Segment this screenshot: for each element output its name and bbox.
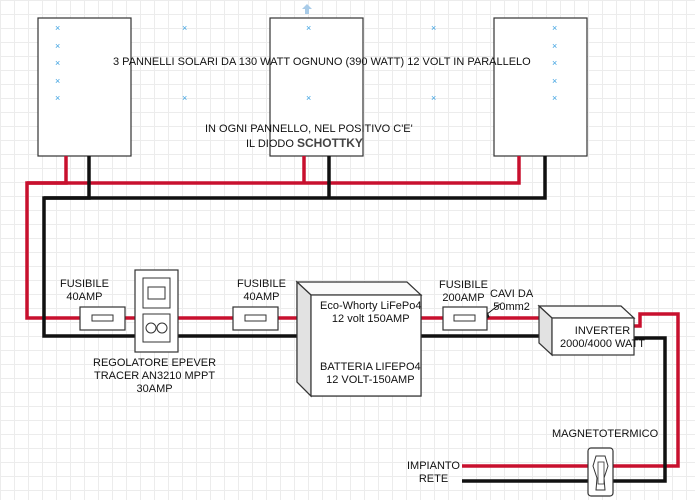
grid-label-line1: IMPIANTO bbox=[407, 460, 460, 472]
svg-text:×: × bbox=[306, 93, 311, 103]
schottky-note-line1: IN OGNI PANNELLO, NEL POSITIVO C'E' bbox=[205, 123, 413, 135]
connection-markers: × × × × × × × × × × × × × × × × bbox=[55, 23, 557, 103]
fuse-1 bbox=[79, 306, 126, 331]
battery-label-bottom: BATTERIA LIFEPO4 12 VOLT-150AMP bbox=[320, 361, 421, 387]
fuse-2 bbox=[232, 306, 279, 331]
fuse-2-label-line2: 40AMP bbox=[243, 291, 280, 303]
cable-label-line2: 50mm2 bbox=[493, 301, 530, 313]
grid-label-line2: RETE bbox=[418, 473, 449, 485]
svg-text:×: × bbox=[306, 23, 311, 33]
fuse-3-label: FUSIBILE 200AMP bbox=[439, 279, 488, 305]
regulator-label-line3: 30AMP bbox=[136, 383, 173, 395]
diagram-title: 3 PANNELLI SOLARI DA 130 WATT OGNUNO (39… bbox=[113, 56, 531, 68]
breaker-label: MAGNETOTERMICO bbox=[552, 428, 659, 440]
inverter-box bbox=[537, 304, 636, 357]
svg-text:×: × bbox=[182, 93, 187, 103]
solar-panel-2 bbox=[269, 17, 364, 157]
battery-label-line3: BATTERIA LIFEPO4 bbox=[320, 361, 421, 373]
svg-text:×: × bbox=[431, 23, 436, 33]
svg-text:×: × bbox=[552, 41, 557, 51]
top-arrow-icon bbox=[302, 4, 312, 14]
inverter-label: INVERTER 2000/4000 WATT bbox=[560, 325, 645, 351]
svg-text:×: × bbox=[182, 23, 187, 33]
positive-wires bbox=[25, 156, 680, 468]
battery-label-line4: 12 VOLT-150AMP bbox=[326, 374, 415, 386]
inverter-label-line1: INVERTER bbox=[574, 325, 631, 337]
svg-text:×: × bbox=[552, 76, 557, 86]
inverter-label-line2: 2000/4000 WATT bbox=[560, 338, 645, 350]
regulator-label-line2: TRACER AN3210 MPPT bbox=[94, 370, 216, 382]
regulator-label-line1: REGOLATORE EPEVER bbox=[93, 357, 217, 369]
solar-panel-3 bbox=[493, 17, 588, 157]
fuse-1-label: FUSIBILE 40AMP bbox=[60, 278, 109, 304]
schottky-note-prefix: IL DIODO bbox=[246, 138, 297, 150]
svg-text:×: × bbox=[55, 76, 60, 86]
battery-label-top: Eco-Whorty LiFePo4 12 volt 150AMP bbox=[320, 300, 421, 326]
fuse-3-label-line1: FUSIBILE bbox=[439, 279, 488, 291]
charge-regulator bbox=[134, 269, 179, 353]
svg-text:×: × bbox=[55, 58, 60, 68]
fuse-2-label-line1: FUSIBILE bbox=[237, 278, 286, 290]
fuse-3 bbox=[442, 306, 488, 331]
battery-label-line1: Eco-Whorty LiFePo4 bbox=[320, 300, 422, 312]
fuse-1-label-line1: FUSIBILE bbox=[60, 278, 109, 290]
schottky-note-line2: IL DIODO SCHOTTKY bbox=[246, 137, 363, 151]
fuse-3-label-line2: 200AMP bbox=[442, 292, 485, 304]
svg-text:×: × bbox=[552, 93, 557, 103]
cable-label-line1: CAVI DA bbox=[490, 288, 534, 300]
regulator-label: REGOLATORE EPEVER TRACER AN3210 MPPT 30A… bbox=[93, 357, 216, 396]
fuse-2-label: FUSIBILE 40AMP bbox=[237, 278, 286, 304]
circuit-breaker bbox=[587, 447, 614, 497]
svg-text:×: × bbox=[552, 23, 557, 33]
svg-text:×: × bbox=[55, 93, 60, 103]
negative-wires bbox=[42, 156, 667, 483]
schottky-note-bold: SCHOTTKY bbox=[296, 136, 363, 150]
svg-text:×: × bbox=[55, 23, 60, 33]
cable-label: CAVI DA 50mm2 bbox=[490, 288, 533, 314]
grid-label: IMPIANTO RETE bbox=[407, 460, 460, 486]
battery-label-line2: 12 volt 150AMP bbox=[331, 313, 410, 325]
battery-box bbox=[295, 280, 423, 398]
svg-text:×: × bbox=[55, 41, 60, 51]
svg-text:×: × bbox=[431, 93, 436, 103]
svg-text:×: × bbox=[552, 58, 557, 68]
solar-panel-1 bbox=[37, 17, 132, 157]
fuse-1-label-line2: 40AMP bbox=[66, 291, 103, 303]
